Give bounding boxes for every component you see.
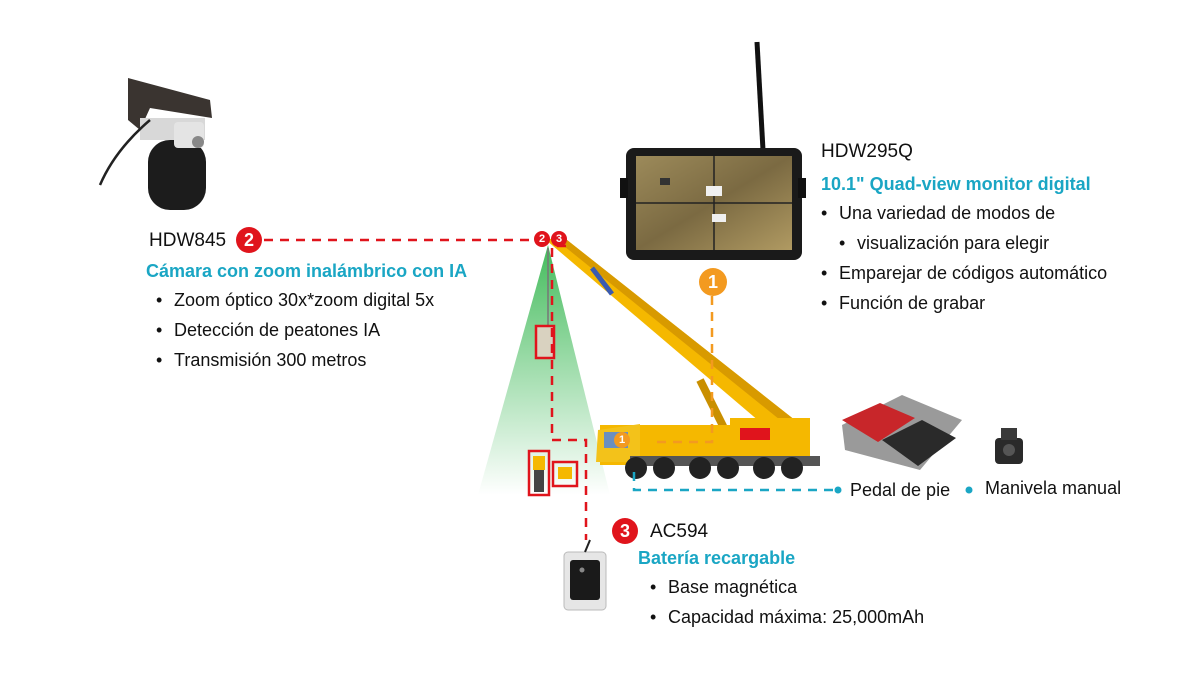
monitor-title: 10.1" Quad-view monitor digital: [821, 174, 1091, 194]
detected-workers: [527, 449, 579, 497]
camera-feature-list: Zoom óptico 30x*zoom digital 5x Detecció…: [156, 285, 434, 375]
battery-link-line: [550, 244, 588, 540]
battery-title: Batería recargable: [638, 548, 796, 568]
monitor-badge: 1: [699, 268, 727, 296]
crane-battery-badge: 3: [551, 231, 567, 247]
crank-label: Manivela manual: [985, 478, 1122, 498]
monitor-feature: visualización para elegir: [821, 228, 1107, 258]
camera-feature: Zoom óptico 30x*zoom digital 5x: [156, 285, 434, 315]
crank-product-image: [995, 428, 1023, 464]
monitor-feature: Emparejar de códigos automático: [821, 258, 1107, 288]
monitor-link-line: [650, 296, 714, 444]
detection-beam: [478, 245, 610, 495]
crane-camera-badge: 2: [534, 231, 550, 247]
monitor-feature: Una variedad de modos de: [821, 198, 1107, 228]
crane-truck-image: [534, 236, 820, 479]
battery-product-image: [563, 539, 607, 611]
accessory-link-line: [632, 472, 836, 492]
camera-product-image: [98, 78, 212, 210]
battery-feature: Base magnética: [650, 572, 924, 602]
monitor-model: HDW295Q: [821, 141, 913, 162]
crank-link-dot: [965, 486, 973, 494]
battery-model: AC594: [650, 521, 709, 542]
camera-model: HDW845: [149, 230, 227, 251]
battery-badge: 3: [612, 518, 638, 544]
monitor-feature: Función de grabar: [821, 288, 1107, 318]
camera-feature: Detección de peatones IA: [156, 315, 434, 345]
monitor-feature-list: Una variedad de modos de visualización p…: [821, 198, 1107, 318]
battery-feature: Capacidad máxima: 25,000mAh: [650, 602, 924, 632]
camera-badge: 2: [236, 227, 262, 253]
cab-monitor-badge: 1: [614, 432, 630, 448]
pedal-label: Pedal de pie: [850, 480, 951, 500]
pedal-link-dot: [834, 486, 842, 494]
camera-title: Cámara con zoom inalámbrico con IA: [146, 261, 468, 281]
monitor-product-image: [620, 41, 806, 260]
battery-feature-list: Base magnética Capacidad máxima: 25,000m…: [650, 572, 924, 632]
camera-feature: Transmisión 300 metros: [156, 345, 434, 375]
pedal-product-image: [842, 395, 962, 470]
